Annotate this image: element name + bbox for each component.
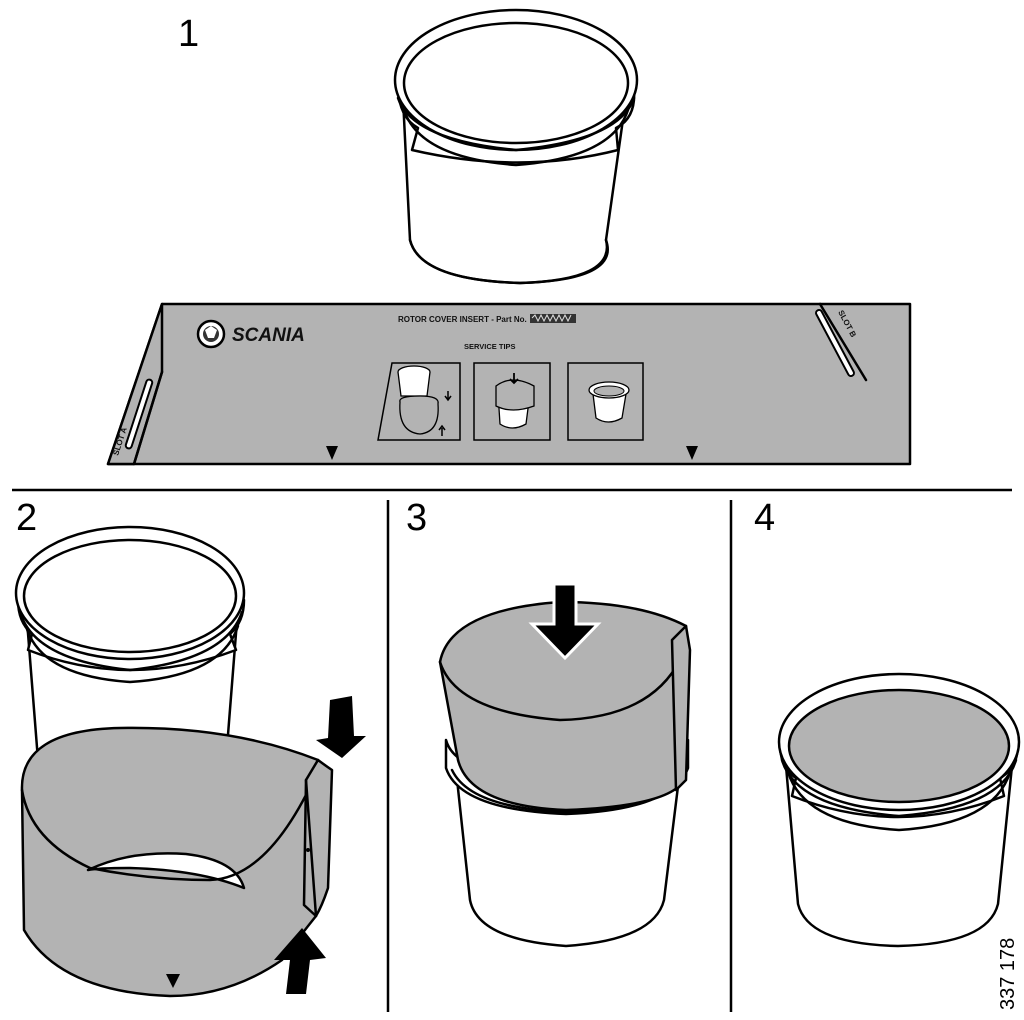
rotor-cover-cup-4	[777, 672, 1021, 948]
step-number-2: 2	[16, 497, 37, 539]
service-tip-box-1	[377, 362, 461, 441]
reference-number: 337 178	[997, 938, 1019, 1010]
marker-triangle-icon	[686, 446, 698, 460]
insert-sheet-in-cup	[438, 600, 692, 812]
step-number-1: 1	[178, 13, 199, 55]
insert-sheet-rolled	[20, 726, 334, 998]
service-tip-box-2	[473, 362, 551, 441]
insert-sheet: SLOT A SLOT B SCANIA ROTOR COVER INSERT …	[106, 302, 912, 466]
rotor-cover-cup-2	[14, 525, 246, 762]
rotor-cover-cup-1	[393, 8, 639, 285]
brand-name: SCANIA	[232, 325, 305, 346]
arrow-down-icon	[316, 696, 366, 758]
service-tips-title: SERVICE TIPS	[464, 342, 516, 351]
insert-title: ROTOR COVER INSERT - Part No.	[398, 315, 527, 324]
scania-griffin-logo-icon	[196, 319, 226, 349]
marker-triangle-icon	[166, 974, 180, 988]
marker-triangle-icon	[326, 446, 338, 460]
step-number-3: 3	[406, 497, 427, 539]
arrow-down-icon	[528, 582, 602, 661]
service-tip-box-3	[567, 362, 644, 441]
step-number-4: 4	[754, 497, 775, 539]
part-number-redacted	[530, 313, 576, 323]
arrow-up-icon	[274, 928, 326, 994]
